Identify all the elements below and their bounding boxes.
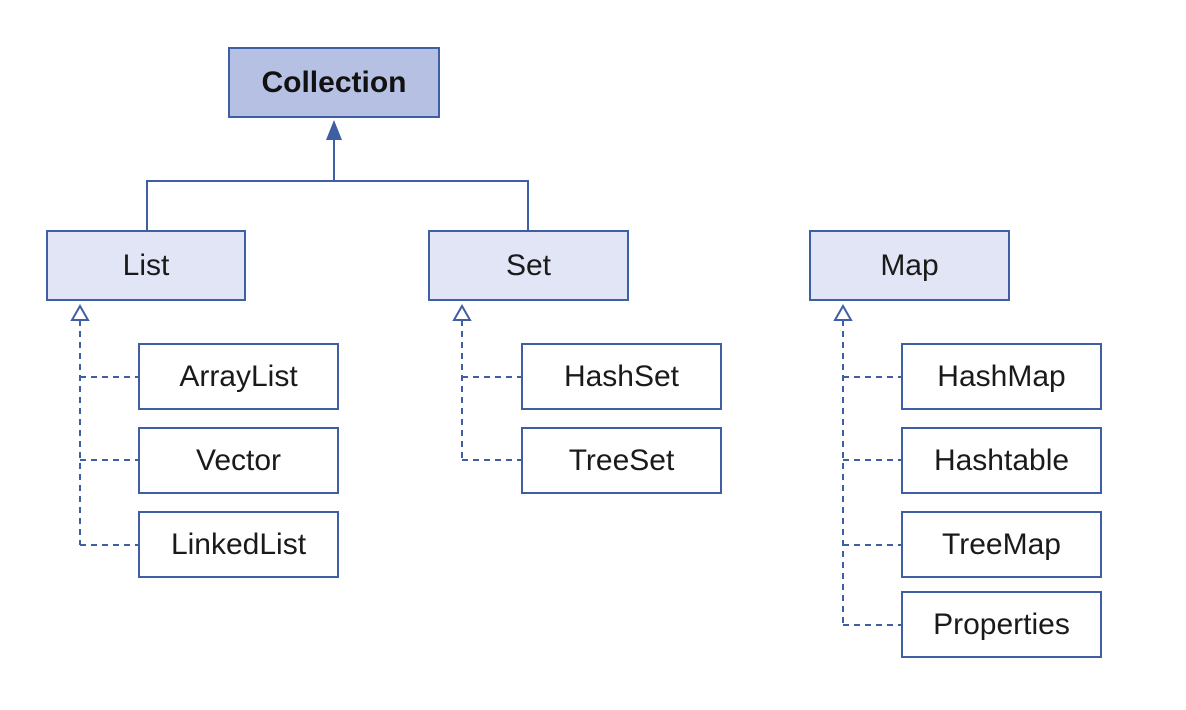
implementation-lines (79, 320, 901, 626)
linkedlist-label: LinkedList (170, 527, 307, 561)
hashmap-label: HashMap (937, 359, 1066, 393)
map-box: Map (809, 230, 1010, 301)
treeset-label: TreeSet (568, 443, 675, 477)
collection-arrowhead (326, 120, 342, 140)
set-realization-arrowhead (452, 303, 472, 321)
vector-box: Vector (138, 427, 339, 494)
vector-label: Vector (195, 443, 282, 477)
set-label: Set (505, 248, 552, 282)
list-label: List (122, 248, 170, 282)
hashset-box: HashSet (521, 343, 722, 410)
map-realization-arrowhead (833, 303, 853, 321)
treemap-box: TreeMap (901, 511, 1102, 578)
arraylist-box: ArrayList (138, 343, 339, 410)
treemap-label: TreeMap (942, 527, 1061, 561)
hashtable-label: Hashtable (933, 443, 1070, 477)
set-box: Set (428, 230, 629, 301)
list-to-collection-line (146, 180, 529, 230)
collection-label: Collection (261, 65, 407, 99)
properties-label: Properties (933, 607, 1070, 641)
hashtable-box: Hashtable (901, 427, 1102, 494)
list-realization-arrowhead (70, 303, 90, 321)
arraylist-label: ArrayList (179, 359, 298, 393)
properties-box: Properties (901, 591, 1102, 658)
linkedlist-box: LinkedList (138, 511, 339, 578)
map-label: Map (880, 248, 939, 282)
treeset-box: TreeSet (521, 427, 722, 494)
collection-box: Collection (228, 47, 440, 118)
hashset-label: HashSet (563, 359, 680, 393)
inheritance-lines (146, 138, 529, 230)
list-box: List (46, 230, 246, 301)
hashmap-box: HashMap (901, 343, 1102, 410)
